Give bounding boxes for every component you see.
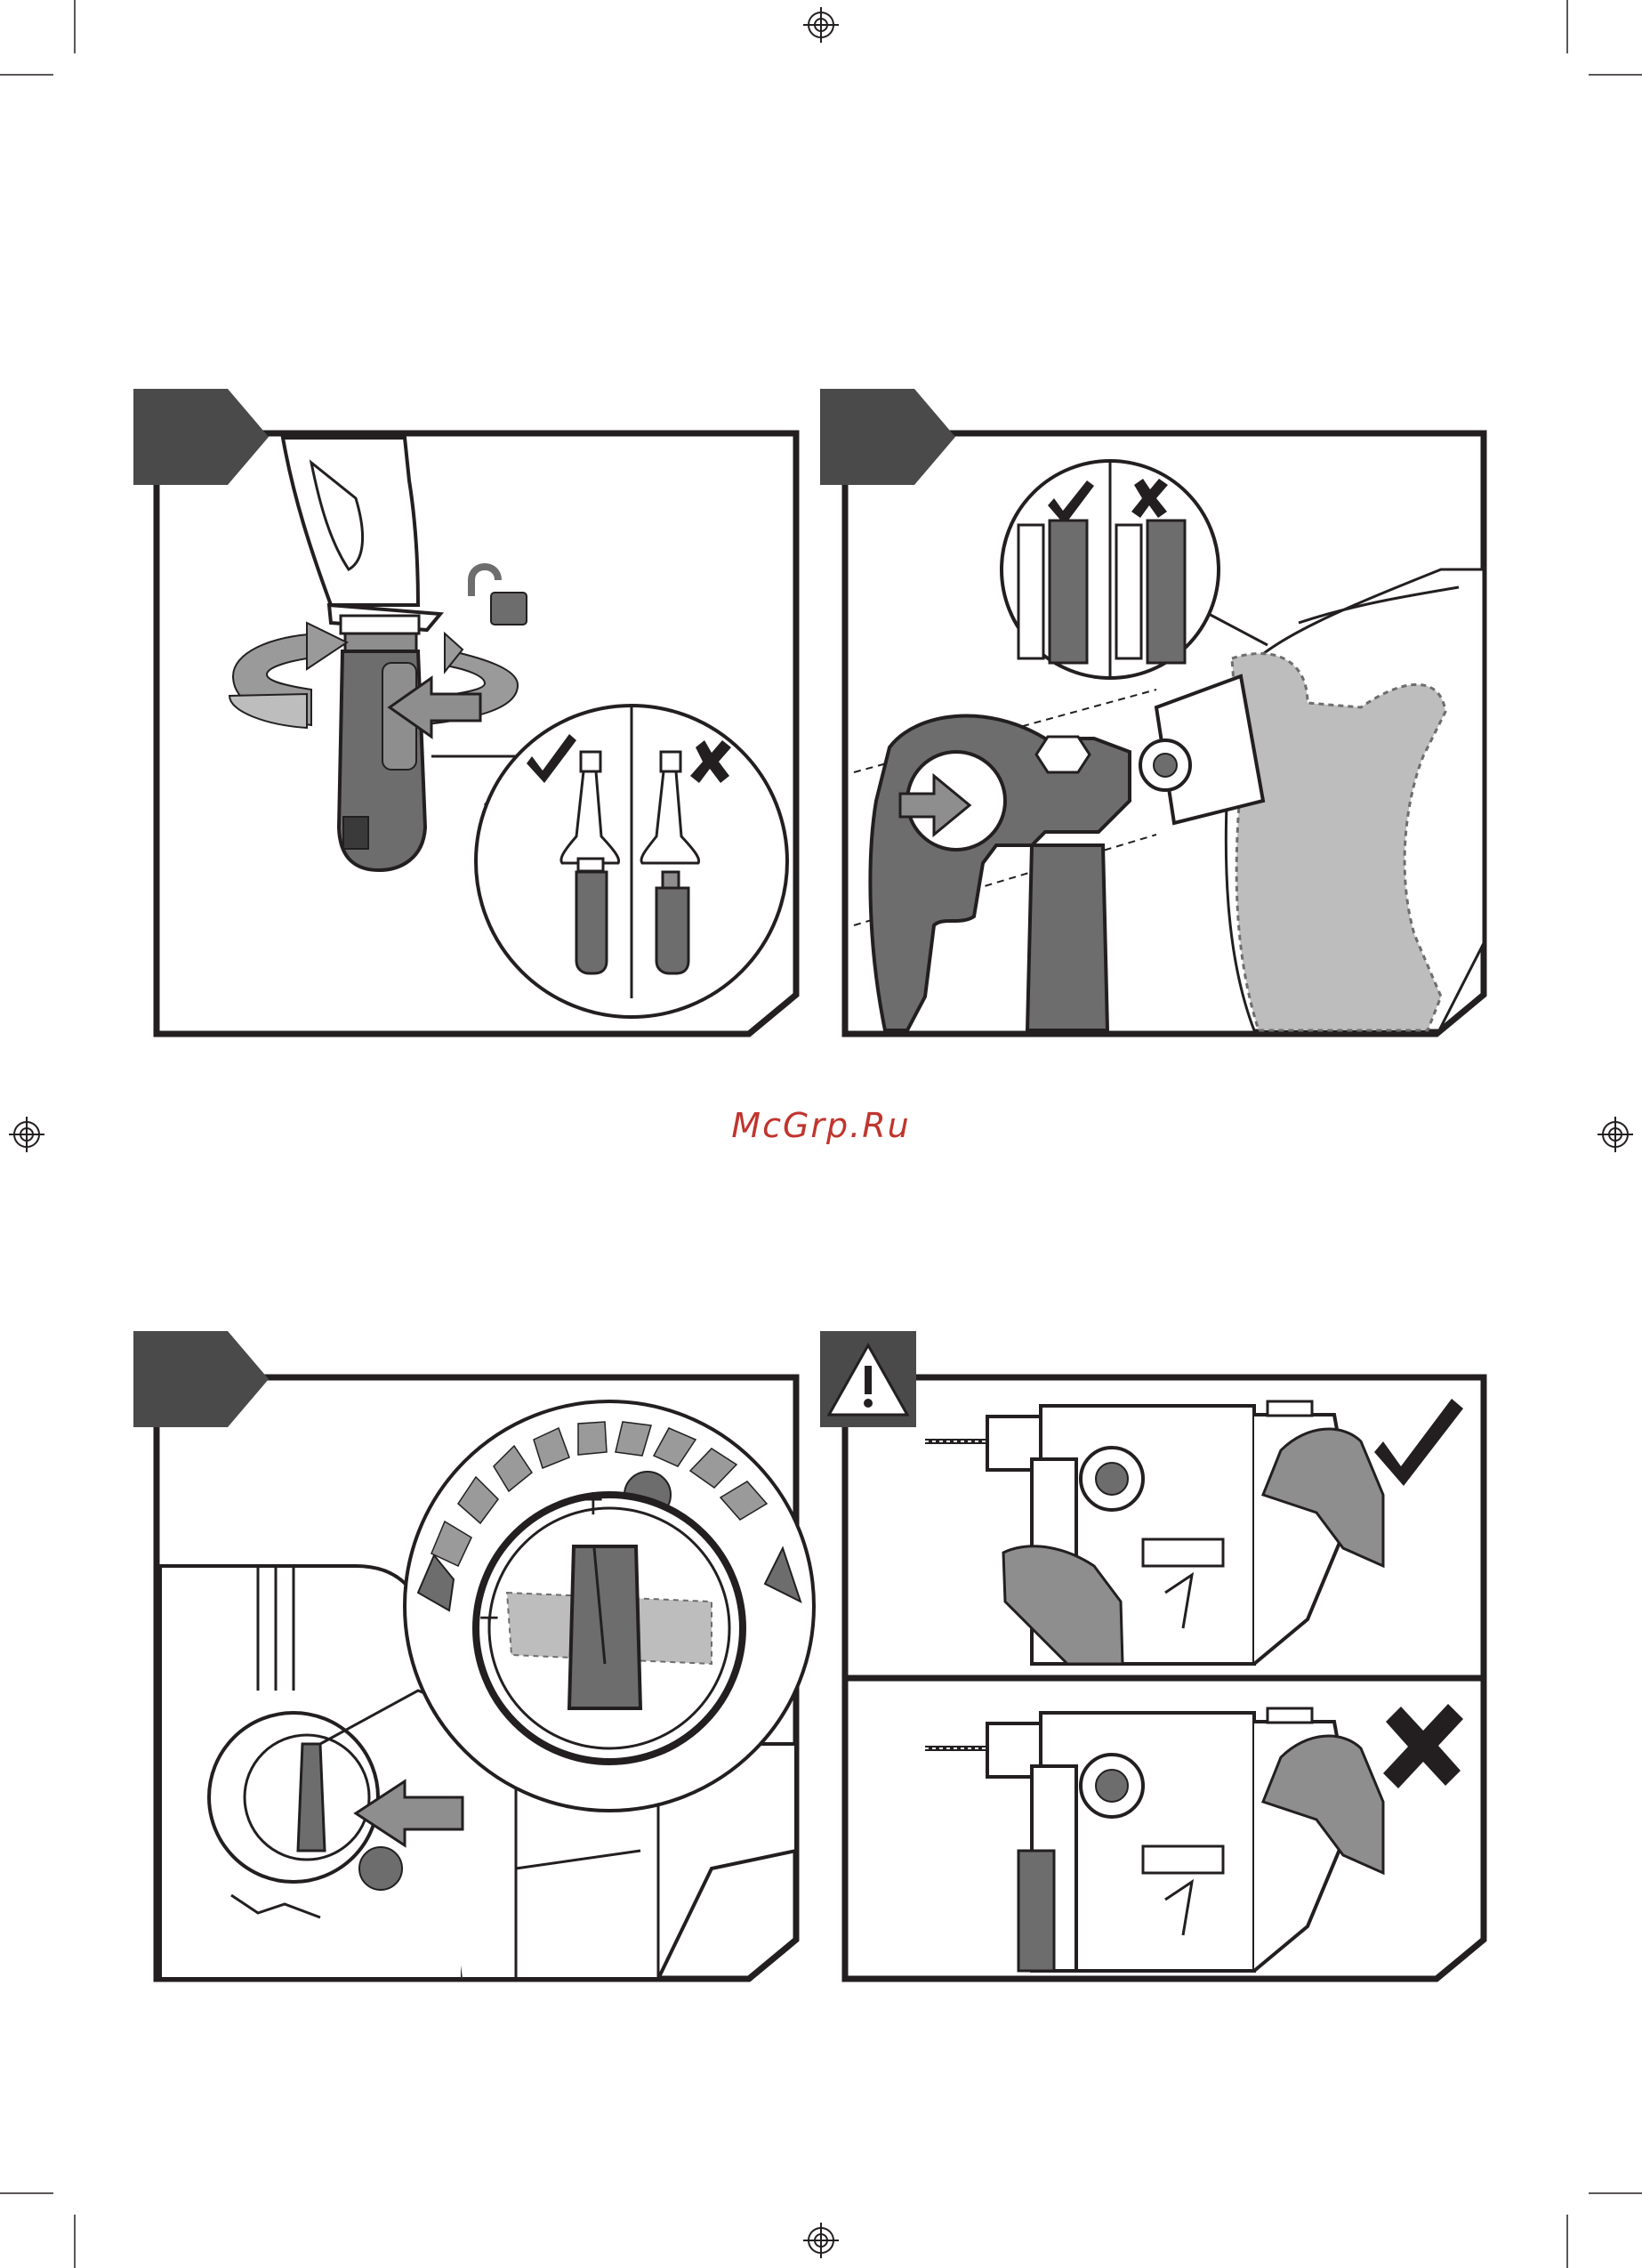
registration-mark-top-icon <box>803 7 839 43</box>
panel-4 <box>820 1331 1484 1979</box>
svg-text:⊤: ⊤ <box>479 1612 500 1639</box>
lock-open-icon <box>471 567 527 625</box>
panel-3: ⊤ ⊤ <box>133 1331 814 1979</box>
panel-1 <box>133 389 796 1034</box>
panel-1-step-tab <box>133 389 269 485</box>
cross-icon <box>1383 1704 1463 1788</box>
watermark-text: McGrp.Ru <box>0 1106 1642 1145</box>
check-icon <box>1374 1399 1463 1486</box>
panel-2 <box>820 389 1484 1034</box>
registration-mark-bottom-icon <box>803 2223 839 2258</box>
svg-text:⊤: ⊤ <box>583 1494 604 1521</box>
mode-selector-icon <box>569 1546 640 1708</box>
drill-incorrect-grip <box>925 1708 1383 1971</box>
panel-3-step-tab <box>133 1331 269 1427</box>
drill-correct-grip <box>925 1401 1383 1664</box>
panel-2-step-tab <box>820 389 955 485</box>
